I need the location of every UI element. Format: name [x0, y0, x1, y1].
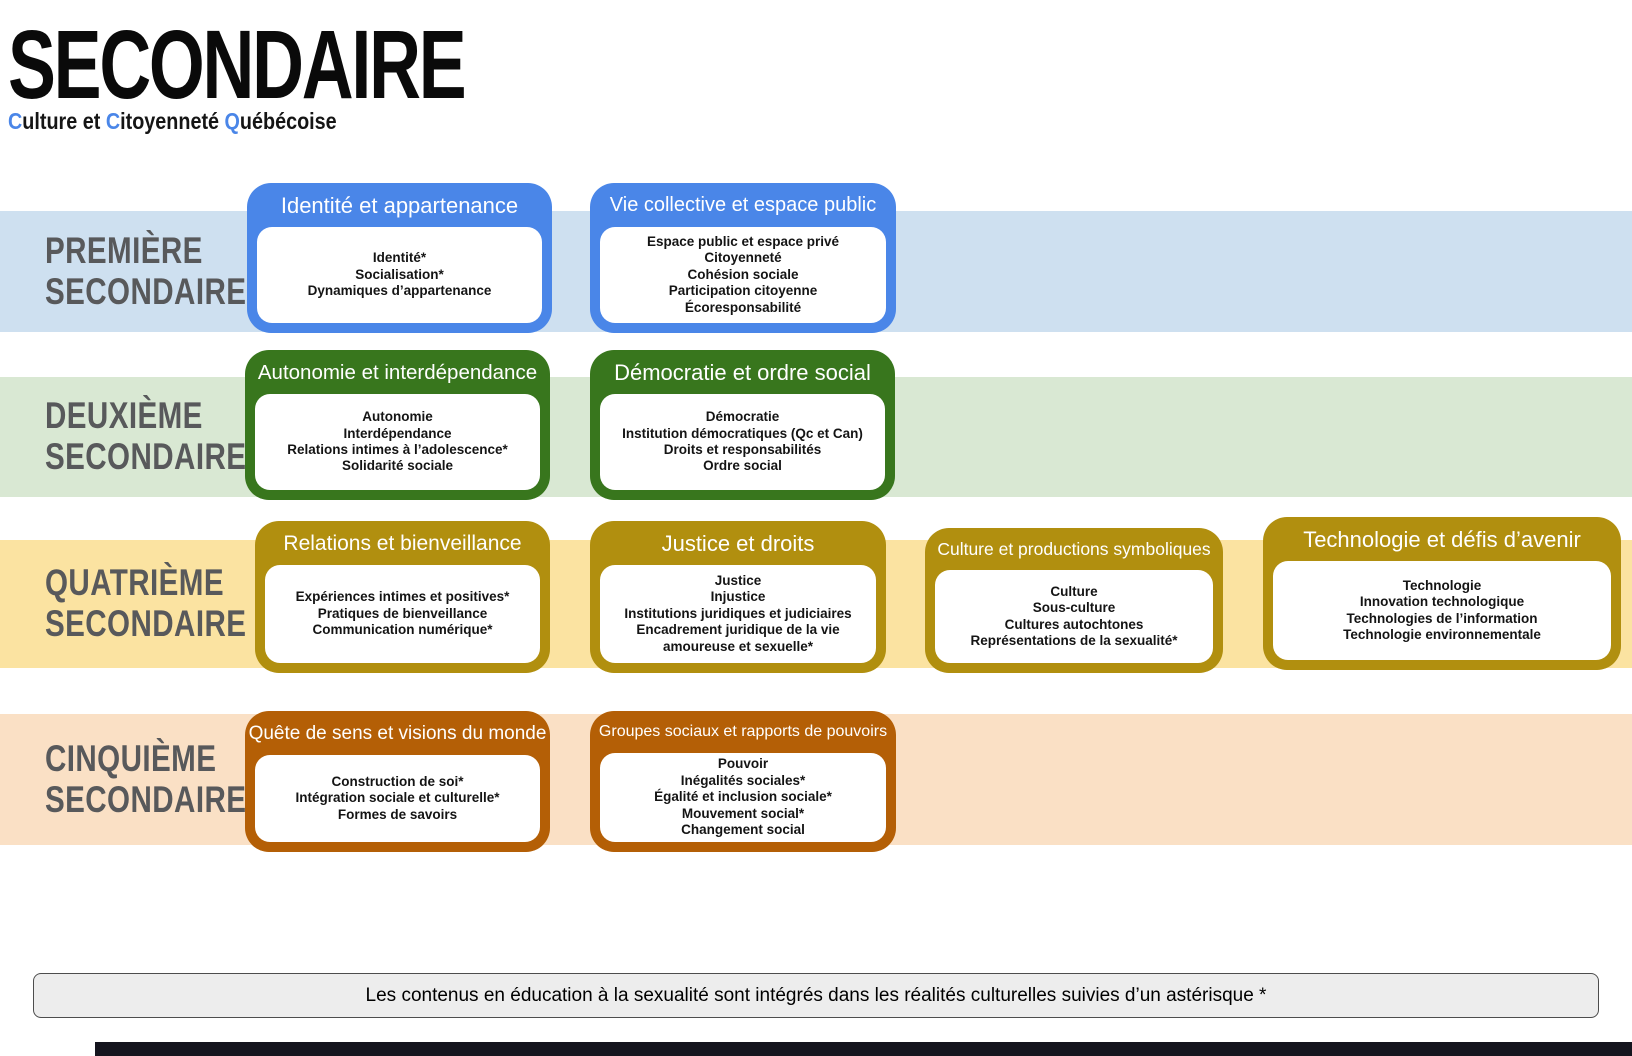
- card-body: Technologie Innovation technologique Tec…: [1273, 561, 1611, 660]
- subtitle-text: uébécoise: [239, 108, 337, 134]
- card-technologie-et-defis-d-avenir: Technologie et défis d’avenir Technologi…: [1263, 517, 1621, 670]
- card-body: Pouvoir Inégalités sociales* Égalité et …: [600, 753, 886, 842]
- row-label-line1: PREMIÈRE: [45, 229, 203, 271]
- card-body: Culture Sous-culture Cultures autochtone…: [935, 570, 1213, 663]
- footnote-box: Les contenus en éducation à la sexualité…: [33, 973, 1599, 1018]
- card-items: Espace public et espace privé Citoyennet…: [646, 233, 840, 315]
- card-relations-et-bienveillance: Relations et bienveillance Expériences i…: [255, 521, 550, 673]
- card-title: Culture et productions symboliques: [937, 538, 1211, 559]
- row-label-line1: QUATRIÈME: [45, 562, 225, 604]
- card-identite-et-appartenance: Identité et appartenance Identité* Socia…: [247, 183, 552, 333]
- card-items: Expériences intimes et positives* Pratiq…: [295, 589, 510, 638]
- card-items: Démocratie Institution démocratiques (Qc…: [622, 409, 863, 474]
- row-label-line2: SECONDAIRE: [45, 778, 247, 820]
- card-body: Identité* Socialisation* Dynamiques d’ap…: [257, 227, 542, 323]
- row-label-line2: SECONDAIRE: [45, 436, 247, 477]
- subtitle-initial: C: [8, 108, 23, 134]
- subtitle-text: itoyenneté: [120, 108, 225, 134]
- card-democratie-et-ordre-social: Démocratie et ordre social Démocratie In…: [590, 350, 895, 500]
- card-title: Technologie et défis d’avenir: [1303, 526, 1581, 552]
- card-items: Pouvoir Inégalités sociales* Égalité et …: [654, 756, 832, 838]
- row-label-line1: DEUXIÈME: [45, 395, 203, 437]
- row-label-line1: CINQUIÈME: [45, 737, 217, 779]
- card-body: Construction de soi* Intégration sociale…: [255, 755, 540, 842]
- card-title: Relations et bienveillance: [283, 531, 522, 555]
- subtitle-text: ulture et: [22, 108, 106, 134]
- card-title: Justice et droits: [661, 530, 815, 556]
- card-items: Autonomie Interdépendance Relations inti…: [287, 409, 508, 474]
- card-title: Vie collective et espace public: [609, 194, 877, 216]
- card-justice-et-droits: Justice et droits Justice Injustice Inst…: [590, 521, 886, 673]
- row-label-line2: SECONDAIRE: [45, 603, 247, 644]
- card-culture-et-productions-symboliques: Culture et productions symboliques Cultu…: [925, 528, 1223, 673]
- card-items: Construction de soi* Intégration sociale…: [295, 773, 500, 822]
- card-items: Technologie Innovation technologique Tec…: [1343, 577, 1541, 642]
- page-subtitle: Culture et Citoyenneté Québécoise: [8, 108, 337, 135]
- row-label-line2: SECONDAIRE: [45, 270, 247, 312]
- footnote-text: Les contenus en éducation à la sexualité…: [365, 984, 1267, 1006]
- card-body: Autonomie Interdépendance Relations inti…: [255, 394, 540, 490]
- card-body: Espace public et espace privé Citoyennet…: [600, 227, 886, 323]
- card-items: Identité* Socialisation* Dynamiques d’ap…: [307, 250, 492, 299]
- card-title: Groupes sociaux et rapports de pouvoirs: [598, 723, 888, 740]
- subtitle-initial: Q: [224, 108, 240, 134]
- bottom-bar: [95, 1042, 1632, 1056]
- card-body: Démocratie Institution démocratiques (Qc…: [600, 394, 885, 490]
- page-title: SECONDAIRE: [8, 10, 467, 119]
- card-title: Identité et appartenance: [280, 192, 519, 218]
- card-body: Expériences intimes et positives* Pratiq…: [265, 565, 540, 663]
- card-autonomie-et-interdependance: Autonomie et interdépendance Autonomie I…: [245, 350, 550, 500]
- subtitle-initial: C: [105, 108, 121, 134]
- card-body: Justice Injustice Institutions juridique…: [600, 565, 876, 663]
- card-title: Autonomie et interdépendance: [257, 360, 538, 384]
- card-vie-collective-et-espace-public: Vie collective et espace public Espace p…: [590, 183, 896, 333]
- card-title: Démocratie et ordre social: [614, 359, 871, 385]
- card-items: Justice Injustice Institutions juridique…: [624, 572, 852, 654]
- card-items: Culture Sous-culture Cultures autochtone…: [970, 583, 1178, 648]
- card-title: Quête de sens et visions du monde: [248, 722, 547, 744]
- card-quete-de-sens-et-visions-du-monde: Quête de sens et visions du monde Constr…: [245, 711, 550, 852]
- card-groupes-sociaux-et-rapports-de-pouvoirs: Groupes sociaux et rapports de pouvoirs …: [590, 711, 896, 852]
